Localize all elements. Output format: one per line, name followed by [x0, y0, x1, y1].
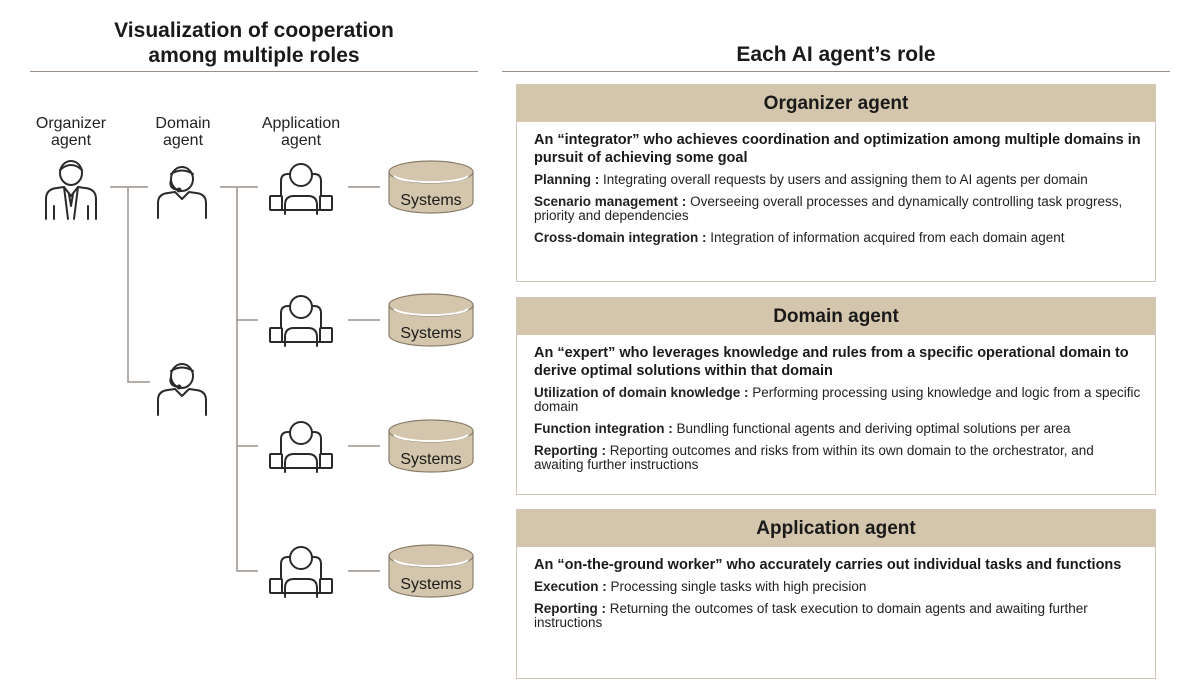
role-label-application-line2: agent: [280, 132, 322, 149]
domain-agent-card: Domain agent An “expert” who leverages k…: [516, 297, 1156, 495]
card-item-text: Returning the outcomes of task execution…: [534, 601, 1088, 630]
card-item-key: Reporting :: [534, 443, 606, 458]
card-item-key: Cross-domain integration :: [534, 230, 707, 245]
organizer-agent-card: Organizer agent An “integrator” who achi…: [516, 84, 1156, 282]
application-agent-card: Application agent An “on-the-ground work…: [516, 509, 1156, 679]
application-agent-icon-4: [269, 546, 333, 598]
connector-organizer-domain2: [127, 187, 150, 383]
application-agent-icon-1: [269, 163, 333, 215]
card-item-text: Integrating overall requests by users an…: [603, 172, 1088, 187]
left-title-divider: [30, 71, 478, 72]
systems-label-2: Systems: [400, 325, 461, 342]
card-item-key: Planning :: [534, 172, 600, 187]
right-panel-title: Each AI agent’s role: [736, 43, 936, 66]
left-title-line2: among multiple roles: [148, 44, 360, 67]
systems-label-1: Systems: [400, 192, 461, 209]
card-item-planning: Planning : Integrating overall requests …: [534, 173, 1143, 187]
systems-label-3: Systems: [400, 451, 461, 468]
role-label-organizer-line1: Organizer: [35, 115, 107, 132]
connector-lines: [110, 186, 380, 572]
card-subtitle: An “on-the-ground worker” who accurately…: [534, 557, 1122, 573]
card-item-key: Utilization of domain knowledge :: [534, 385, 749, 400]
card-item-text: Reporting outcomes and risks from within…: [534, 443, 1094, 472]
card-item-key: Execution :: [534, 579, 607, 594]
card-title: Application agent: [517, 510, 1155, 547]
card-title: Organizer agent: [517, 85, 1155, 122]
card-item-scenario-management: Scenario management : Overseeing overall…: [534, 195, 1143, 223]
role-label-domain-line1: Domain: [155, 115, 211, 132]
card-item-text: Performing processing using knowledge an…: [534, 385, 1141, 414]
card-item-domain-knowledge: Utilization of domain knowledge : Perfor…: [534, 386, 1143, 414]
card-item-function-integration: Function integration : Bundling function…: [534, 422, 1143, 436]
cooperation-diagram: Systems Systems Systems Systems: [45, 160, 474, 598]
card-item-cross-domain-integration: Cross-domain integration : Integration o…: [534, 231, 1143, 245]
domain-agent-icon: [157, 166, 207, 219]
left-title-line1: Visualization of cooperation: [114, 19, 394, 42]
role-label-organizer: Organizer agent: [22, 115, 120, 149]
role-label-application-line1: Application: [261, 115, 341, 132]
connector-domain-trunk: [236, 187, 258, 572]
role-label-domain-line2: agent: [162, 132, 204, 149]
role-label-organizer-line2: agent: [50, 132, 92, 149]
card-item-text: Overseeing overall processes and dynamic…: [534, 194, 1123, 223]
role-label-application: Application agent: [244, 115, 358, 149]
application-agent-icon-2: [269, 295, 333, 347]
card-subtitle: An “integrator” who achieves coordinatio…: [534, 132, 1141, 166]
systems-label-4: Systems: [400, 576, 461, 593]
card-item-execution: Execution : Processing single tasks with…: [534, 580, 1143, 594]
card-item-key: Scenario management :: [534, 194, 687, 209]
card-item-text: Processing single tasks with high precis…: [610, 579, 867, 594]
card-item-reporting: Reporting : Reporting outcomes and risks…: [534, 444, 1143, 472]
card-item-key: Reporting :: [534, 601, 606, 616]
card-item-text: Bundling functional agents and deriving …: [676, 421, 1071, 436]
application-agent-icon-3: [269, 421, 333, 473]
organizer-agent-icon: [45, 160, 97, 220]
card-title: Domain agent: [517, 298, 1155, 335]
domain-agent-icon-2: [157, 363, 207, 416]
card-subtitle: An “expert” who leverages knowledge and …: [534, 345, 1129, 379]
card-item-key: Function integration :: [534, 421, 673, 436]
card-item-reporting: Reporting : Returning the outcomes of ta…: [534, 602, 1143, 630]
role-label-domain: Domain agent: [140, 115, 226, 149]
card-item-text: Integration of information acquired from…: [710, 230, 1065, 245]
right-title-divider: [502, 71, 1170, 72]
left-panel-title: Visualization of cooperation among multi…: [30, 18, 478, 68]
